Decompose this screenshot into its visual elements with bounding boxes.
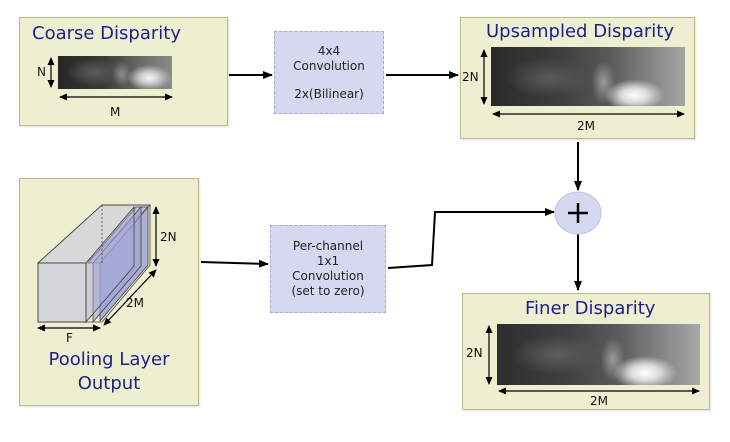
- finer-disparity-map: [497, 324, 700, 385]
- pooling-title-line1: Pooling Layer: [48, 349, 170, 370]
- pooling-depth-label: F: [66, 331, 73, 345]
- upsample-op-line2: Convolution: [293, 58, 365, 73]
- upsampled-disparity-map: [491, 47, 685, 106]
- per-channel-convolution-box: Per-channel 1x1 Convolution (set to zero…: [270, 225, 386, 313]
- arrow-channel-to-sum: [387, 208, 555, 269]
- upsample-op-line3: 2x(Bilinear): [294, 86, 364, 101]
- upsample-convolution-box: 4x4 Convolution 2x(Bilinear): [274, 31, 384, 114]
- coarse-disparity-title: Coarse Disparity: [32, 23, 181, 44]
- pooling-width-arrow: [103, 269, 157, 326]
- coarse-width-label: M: [110, 105, 121, 119]
- coarse-height-label: N: [37, 65, 46, 79]
- finer-height-label: 2N: [466, 346, 483, 360]
- finer-width-label: 2M: [590, 394, 608, 408]
- channel-op-line2: 1x1: [316, 254, 340, 268]
- pooling-layer-title: Pooling Layer Output: [19, 348, 199, 396]
- upsampled-width-label: 2M: [577, 119, 595, 133]
- channel-op-line3: Convolution: [292, 269, 364, 283]
- finer-disparity-title: Finer Disparity: [525, 298, 656, 319]
- upsample-op-line1: 4x4: [317, 43, 341, 58]
- pooling-height-label: 2N: [160, 230, 177, 244]
- upsampled-disparity-title: Upsampled Disparity: [486, 21, 674, 42]
- coarse-disparity-map: [58, 56, 172, 89]
- arrow-pooling-to-channel: [200, 259, 269, 268]
- upsampled-height-label: 2N: [462, 70, 479, 84]
- pooling-title-line2: Output: [77, 373, 141, 394]
- pooling-width-label: 2M: [126, 296, 144, 310]
- channel-op-line1: Per-channel: [292, 239, 364, 253]
- channel-op-line4: (set to zero): [291, 284, 365, 298]
